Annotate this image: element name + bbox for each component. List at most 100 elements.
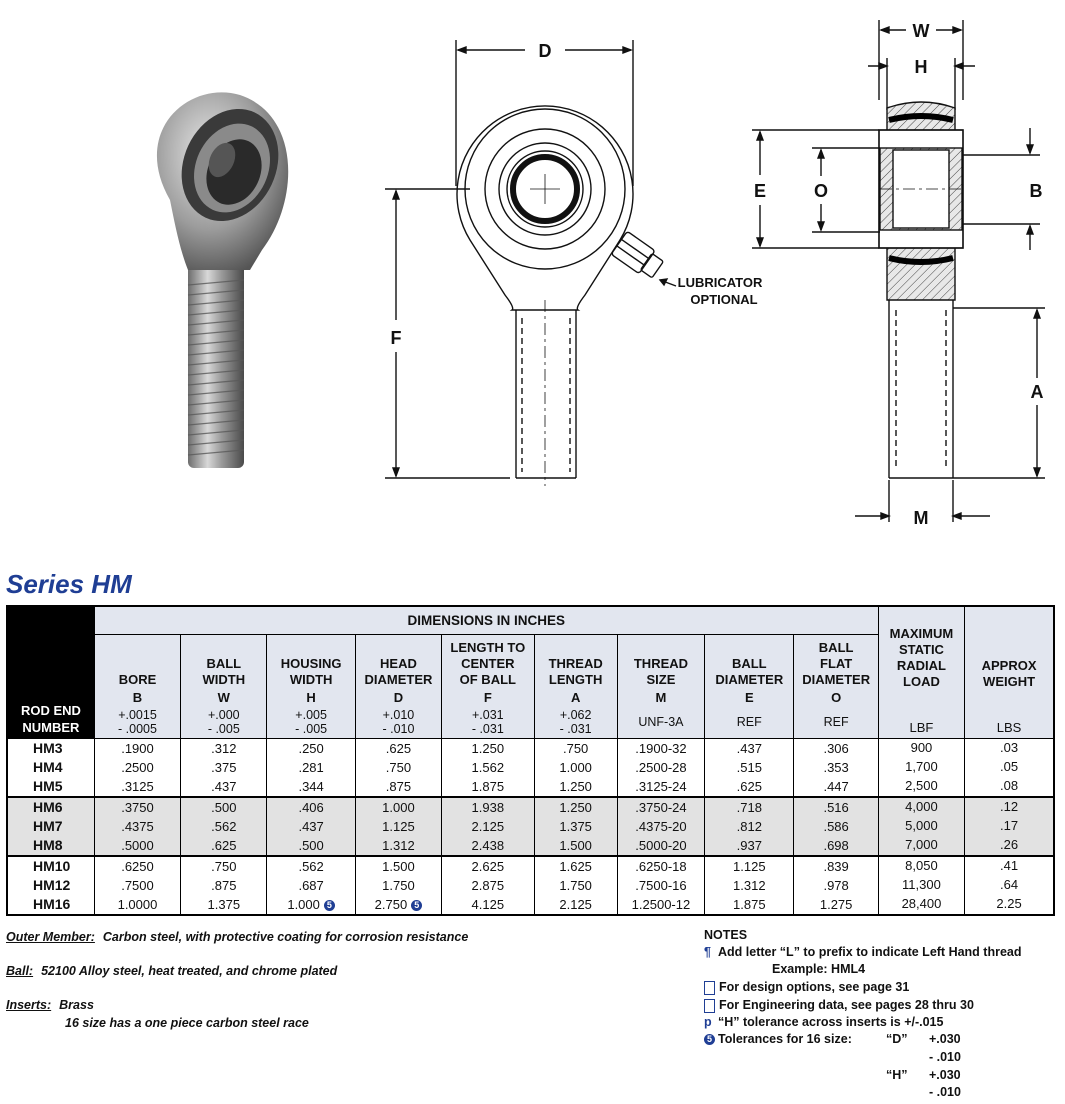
cell-d: 1.312 xyxy=(354,836,442,856)
cell-f: 1.562 xyxy=(441,758,535,777)
lubricator-label-1: LUBRICATOR xyxy=(678,275,763,290)
column-letter-m: M xyxy=(616,690,705,706)
dim-label-f: F xyxy=(391,328,402,348)
cell-m: .5000-20 xyxy=(616,836,705,856)
dim-label-h: H xyxy=(915,57,928,77)
cell-weight: .08 xyxy=(964,777,1054,797)
cell-m: .2500-28 xyxy=(616,758,705,777)
inserts-spec: Inserts:Brass xyxy=(6,998,94,1012)
column-letter-h: H xyxy=(266,690,356,706)
cell-w: .875 xyxy=(180,876,267,895)
cell-b: .3750 xyxy=(93,796,181,817)
cell-f: 2.875 xyxy=(441,876,535,895)
dim-label-a: A xyxy=(1031,382,1044,402)
cell-b: .1900 xyxy=(93,738,181,758)
cell-w: .375 xyxy=(180,758,267,777)
cell-f: 1.875 xyxy=(441,777,535,797)
cell-w: .562 xyxy=(180,817,267,836)
cell-d: 1.000 xyxy=(354,796,442,817)
cell-o: .586 xyxy=(793,817,879,836)
note-5-marker: 5 xyxy=(411,900,423,912)
dim-label-b: B xyxy=(1030,181,1043,201)
cell-b: .5000 xyxy=(93,836,181,856)
tol-h-plus: +.030 xyxy=(929,1068,961,1082)
cell-o: .306 xyxy=(793,738,879,758)
series-title: Series HM xyxy=(6,569,132,599)
cell-d: 1.500 xyxy=(354,855,442,876)
cell-a: 1.000 xyxy=(533,758,618,777)
weight-unit: LBS xyxy=(964,690,1054,739)
cell-w: .312 xyxy=(180,738,267,758)
cell-f: 2.125 xyxy=(441,817,535,836)
column-letter-d: D xyxy=(354,690,442,706)
cell-d: .625 xyxy=(354,738,442,758)
cell-a: .750 xyxy=(533,738,618,758)
cell-m: 1.2500-12 xyxy=(616,895,705,915)
rod-end-number: HM4 xyxy=(33,759,63,775)
cell-a: 2.125 xyxy=(533,895,618,915)
cell-h: .250 xyxy=(266,738,356,758)
cell-d: 1.125 xyxy=(354,817,442,836)
column-tolerance-f: +.031- .031 xyxy=(441,706,535,739)
cell-h: .500 xyxy=(266,836,356,856)
cell-m: .6250-18 xyxy=(616,855,705,876)
column-letter-e: E xyxy=(704,690,794,706)
column-tolerance-a: +.062- .031 xyxy=(533,706,618,739)
load-unit: LBF xyxy=(877,690,965,739)
cell-w: .437 xyxy=(180,777,267,797)
cell-a: 1.250 xyxy=(533,777,618,797)
cell-load: 5,000 xyxy=(877,817,965,836)
cell-w: .500 xyxy=(180,796,267,817)
side-view: W H E O B xyxy=(752,20,1045,528)
column-tolerance-d: +.010- .010 xyxy=(354,706,442,739)
column-tolerance-o: REF xyxy=(793,706,879,739)
cell-load: 28,400 xyxy=(877,895,965,915)
column-tolerance-b: +.0015- .0005 xyxy=(93,706,181,739)
cell-d: .875 xyxy=(354,777,442,797)
cell-m: .7500-16 xyxy=(616,876,705,895)
tol-d-plus: +.030 xyxy=(929,1032,961,1046)
cell-w: .750 xyxy=(180,855,267,876)
cell-e: .625 xyxy=(704,777,794,797)
cell-h: .406 xyxy=(266,796,356,817)
ball-spec: Ball:52100 Alloy steel, heat treated, an… xyxy=(6,964,338,978)
cell-o: .353 xyxy=(793,758,879,777)
technical-drawings: D F LUBRICATOR OPTIONAL xyxy=(156,20,1045,528)
dimensions-header: DIMENSIONS IN INCHES xyxy=(93,606,879,635)
cell-b: .7500 xyxy=(93,876,181,895)
cell-weight: .41 xyxy=(964,855,1054,876)
rod-end-number: HM8 xyxy=(7,836,95,856)
dim-label-m: M xyxy=(914,508,929,528)
cell-o: .698 xyxy=(793,836,879,856)
rod-end-number: HM3 xyxy=(7,738,95,758)
note-left-hand: ¶Add letter “L” to prefix to indicate Le… xyxy=(704,945,1022,959)
cell-m: .1900-32 xyxy=(616,738,705,758)
column-letter-b: B xyxy=(93,690,181,706)
cell-o: .447 xyxy=(793,777,879,797)
cell-f: 4.125 xyxy=(441,895,535,915)
cell-a: 1.250 xyxy=(533,796,618,817)
cell-e: 1.875 xyxy=(704,895,794,915)
cell-e: 1.312 xyxy=(704,876,794,895)
column-tolerance-h: +.005- .005 xyxy=(266,706,356,739)
cell-o: .978 xyxy=(793,876,879,895)
tol-h-minus: - .010 xyxy=(929,1085,961,1099)
notes-title: NOTES xyxy=(704,928,748,942)
cell-d: .750 xyxy=(354,758,442,777)
cell-o: .516 xyxy=(793,796,879,817)
cell-e: .718 xyxy=(704,796,794,817)
